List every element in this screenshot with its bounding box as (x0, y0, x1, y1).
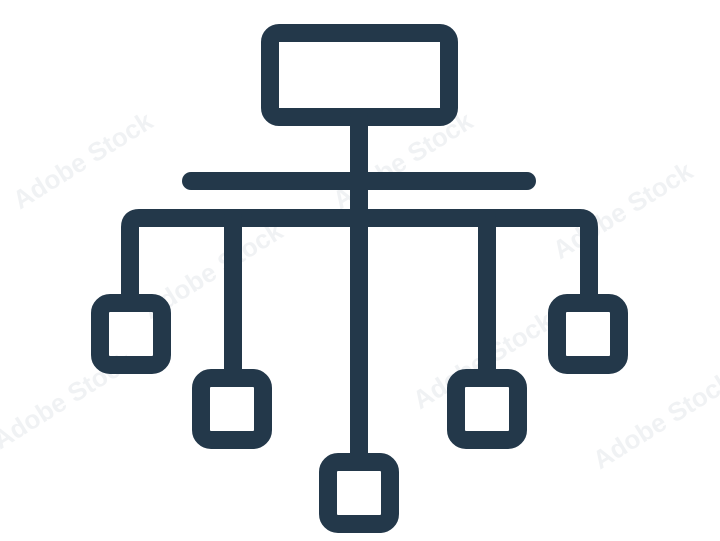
icon-shapes (91, 24, 628, 533)
child-node-inner-left (192, 369, 272, 449)
child-node-outer-left (91, 294, 171, 374)
child-node-inner-right (447, 369, 527, 449)
child-node-outer-right (548, 294, 628, 374)
root-node-box (261, 24, 458, 126)
child-node-center (319, 453, 399, 533)
watermark-text: Adobe Stock (7, 105, 158, 215)
branch-connector-line (121, 209, 598, 308)
watermark-text: Adobe Stock (587, 365, 720, 475)
